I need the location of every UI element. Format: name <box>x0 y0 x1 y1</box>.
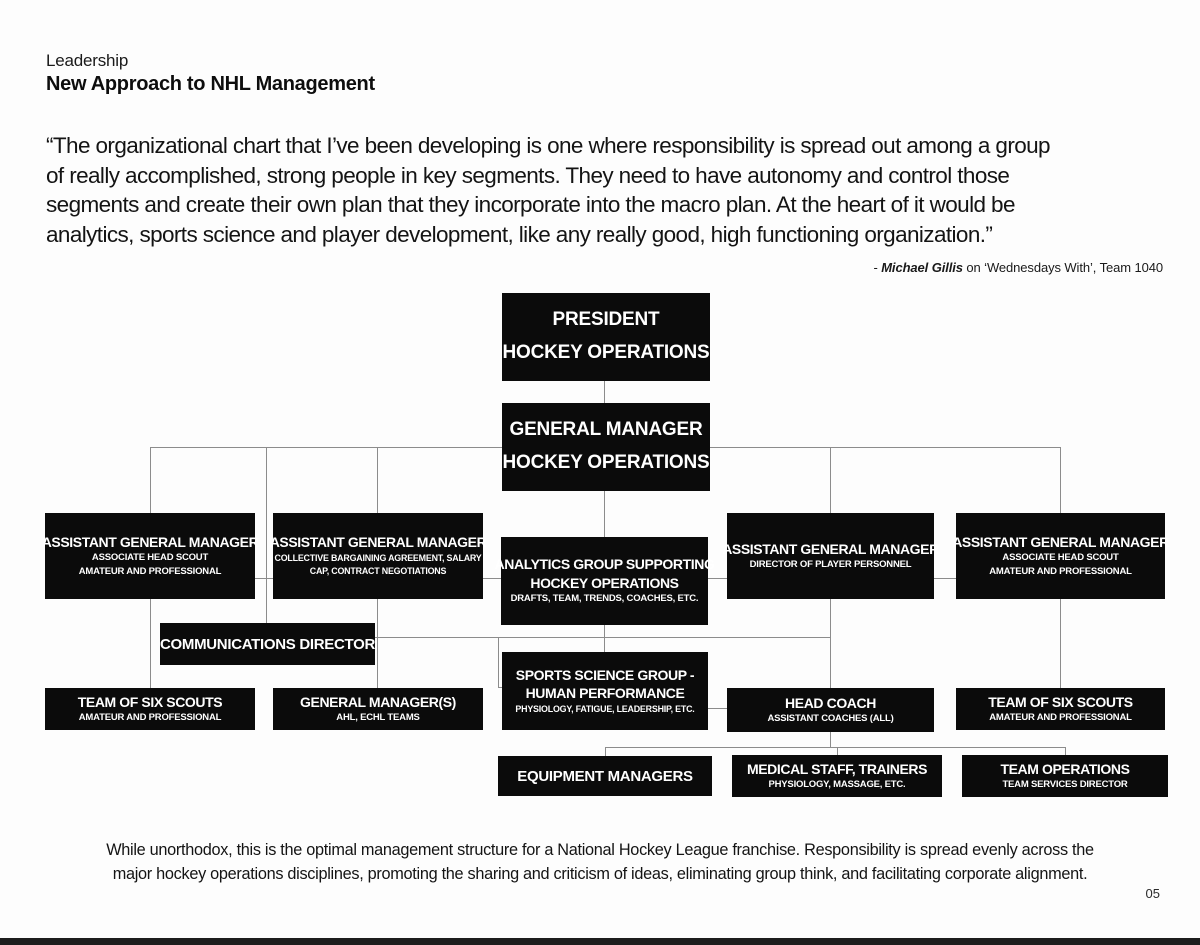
box-subtitle: ASSOCIATE HEAD SCOUT <box>91 551 209 563</box>
footer-line: While unorthodox, this is the optimal ma… <box>106 841 1094 859</box>
connector-line <box>837 747 838 756</box>
box-title: COMMUNICATIONS DIRECTOR <box>159 635 376 653</box>
bottom-edge-bar <box>0 938 1200 945</box>
attribution-name: Michael Gillis <box>881 260 963 275</box>
box-subtitle: PHYSIOLOGY, MASSAGE, ETC. <box>768 779 906 791</box>
page-number: 05 <box>1145 886 1160 901</box>
box-subtitle: AHL, ECHL TEAMS <box>336 712 420 724</box>
box-title: EQUIPMENT MANAGERS <box>517 767 693 785</box>
connector-line <box>605 747 1065 748</box>
box-subtitle: AMATEUR AND PROFESSIONAL <box>989 566 1132 578</box>
quote-line: analytics, sports science and player dev… <box>46 221 993 247</box>
org-box-sports-science-group: SPORTS SCIENCE GROUP - HUMAN PERFORMANCE… <box>502 652 708 730</box>
org-box-communications-director: COMMUNICATIONS DIRECTOR <box>160 623 375 665</box>
quote-line: of really accomplished, strong people in… <box>46 162 1010 188</box>
box-title: ANALYTICS GROUP SUPPORTING <box>494 556 715 573</box>
org-box-assistant-gm-associate-head-scout-right: ASSISTANT GENERAL MANAGER ASSOCIATE HEAD… <box>952 513 1169 599</box>
box-title: ASSISTANT GENERAL MANAGER <box>269 534 487 551</box>
section-eyebrow: Leadership <box>46 51 129 70</box>
org-box-head-coach: HEAD COACH ASSISTANT COACHES (ALL) <box>727 688 934 732</box>
quote-line: “The organizational chart that I’ve been… <box>46 133 1051 158</box>
box-subtitle: PHYSIOLOGY, FATIGUE, LEADERSHIP, ETC. <box>515 703 695 714</box>
page-title: New Approach to NHL Management <box>46 73 375 95</box>
attribution-source: on ‘Wednesdays With’, Team 1040 <box>962 260 1163 275</box>
box-title: HEAD COACH <box>785 694 876 711</box>
org-box-assistant-gm-associate-head-scout-left: ASSISTANT GENERAL MANAGER ASSOCIATE HEAD… <box>42 513 259 599</box>
org-box-assistant-gm-player-personnel: ASSISTANT GENERAL MANAGER DIRECTOR OF PL… <box>722 513 939 599</box>
box-subtitle: CAP, CONTRACT NEGOTIATIONS <box>309 566 447 577</box>
box-subtitle: TEAM SERVICES DIRECTOR <box>1002 779 1128 791</box>
box-title: HOCKEY OPERATIONS <box>502 452 710 473</box>
org-box-team-of-six-scouts-left: TEAM OF SIX SCOUTS AMATEUR AND PROFESSIO… <box>45 688 255 730</box>
footer-line: major hockey operations disciplines, pro… <box>112 865 1088 883</box>
box-subtitle: DRAFTS, TEAM, TRENDS, COACHES, ETC. <box>510 593 699 605</box>
box-subtitle: AMATEUR AND PROFESSIONAL <box>989 712 1132 724</box>
connector-line <box>604 625 605 652</box>
org-box-analytics-group: ANALYTICS GROUP SUPPORTING HOCKEY OPERAT… <box>495 537 715 625</box>
connector-line <box>830 732 831 747</box>
box-title: PRESIDENT <box>552 309 660 331</box>
box-subtitle: ASSOCIATE HEAD SCOUT <box>1002 551 1119 563</box>
org-box-equipment-managers: EQUIPMENT MANAGERS <box>498 756 712 796</box>
connector-line <box>375 637 830 638</box>
box-title: ASSISTANT GENERAL MANAGER <box>722 540 939 557</box>
box-title: HOCKEY OPERATIONS <box>530 574 679 591</box>
connector-line <box>498 637 499 688</box>
quote-line: segments and create their own plan that … <box>46 192 1015 218</box>
org-box-assistant-gm-cba-contracts: ASSISTANT GENERAL MANAGER COLLECTIVE BAR… <box>270 513 487 599</box>
quote-block: “The organizational chart that I’ve been… <box>46 131 1051 249</box>
box-title: MEDICAL STAFF, TRAINERS <box>746 760 928 777</box>
org-box-general-managers-ahl-echl: GENERAL MANAGER(S) AHL, ECHL TEAMS <box>273 688 483 730</box>
connector-line <box>498 687 504 688</box>
box-subtitle: AMATEUR AND PROFESSIONAL <box>78 566 222 578</box>
box-subtitle: COLLECTIVE BARGAINING AGREEMENT, SALARY <box>274 552 482 563</box>
attribution-dash: - <box>873 260 882 275</box>
box-subtitle: ASSISTANT COACHES (ALL) <box>767 713 894 725</box>
box-title: GENERAL MANAGER <box>509 419 703 441</box>
connector-line <box>1065 747 1066 756</box>
box-title: HOCKEY OPERATIONS <box>502 342 710 363</box>
connector-line <box>266 447 267 623</box>
box-title: HUMAN PERFORMANCE <box>525 685 685 702</box>
org-box-medical-staff-trainers: MEDICAL STAFF, TRAINERS PHYSIOLOGY, MASS… <box>732 755 942 797</box>
box-title: TEAM OF SIX SCOUTS <box>988 693 1133 710</box>
org-box-team-of-six-scouts-right: TEAM OF SIX SCOUTS AMATEUR AND PROFESSIO… <box>956 688 1165 730</box>
box-title: GENERAL MANAGER(S) <box>300 693 456 710</box>
connector-line <box>605 747 606 757</box>
box-title: SPORTS SCIENCE GROUP - <box>515 666 695 683</box>
box-title: ASSISTANT GENERAL MANAGER <box>952 533 1169 550</box>
box-title: ASSISTANT GENERAL MANAGER <box>41 533 259 550</box>
box-title: TEAM OF SIX SCOUTS <box>77 693 223 710</box>
org-box-general-manager-hockey-operations: GENERAL MANAGER HOCKEY OPERATIONS <box>502 403 710 491</box>
quote-attribution: - Michael Gillis on ‘Wednesdays With’, T… <box>873 260 1163 275</box>
connector-line <box>708 708 727 709</box>
box-subtitle: DIRECTOR OF PLAYER PERSONNEL <box>749 559 912 571</box>
footer-note: While unorthodox, this is the optimal ma… <box>40 838 1160 886</box>
org-box-team-operations: TEAM OPERATIONS TEAM SERVICES DIRECTOR <box>962 755 1168 797</box>
org-box-president-hockey-operations: PRESIDENT HOCKEY OPERATIONS <box>502 293 710 381</box>
box-subtitle: AMATEUR AND PROFESSIONAL <box>78 712 222 724</box>
box-title: TEAM OPERATIONS <box>1000 760 1130 777</box>
